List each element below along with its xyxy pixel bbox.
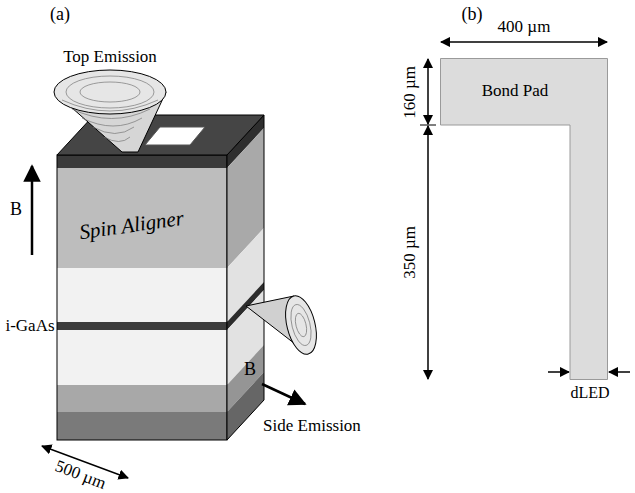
emission-label: Top Emission — [63, 48, 157, 67]
dimension-label: 160 µm — [401, 66, 420, 119]
field-label: B — [10, 200, 22, 220]
dimension-label: 350 µm — [401, 226, 420, 279]
dimension-label: 400 µm — [498, 18, 551, 37]
bond-pad-outline — [440, 58, 608, 380]
panel-label: (a) — [50, 5, 70, 25]
bond-pad: Bond Pad — [440, 58, 608, 380]
dimension-label: dLED — [570, 384, 609, 402]
layer-label: i-GaAs — [5, 317, 54, 336]
emission-label: Side Emission — [263, 417, 361, 436]
panel-label: (b) — [462, 5, 483, 25]
node-text: Bond Pad — [440, 82, 590, 101]
dimension-label: 500 µm — [52, 457, 108, 493]
field-label: B — [244, 360, 256, 380]
